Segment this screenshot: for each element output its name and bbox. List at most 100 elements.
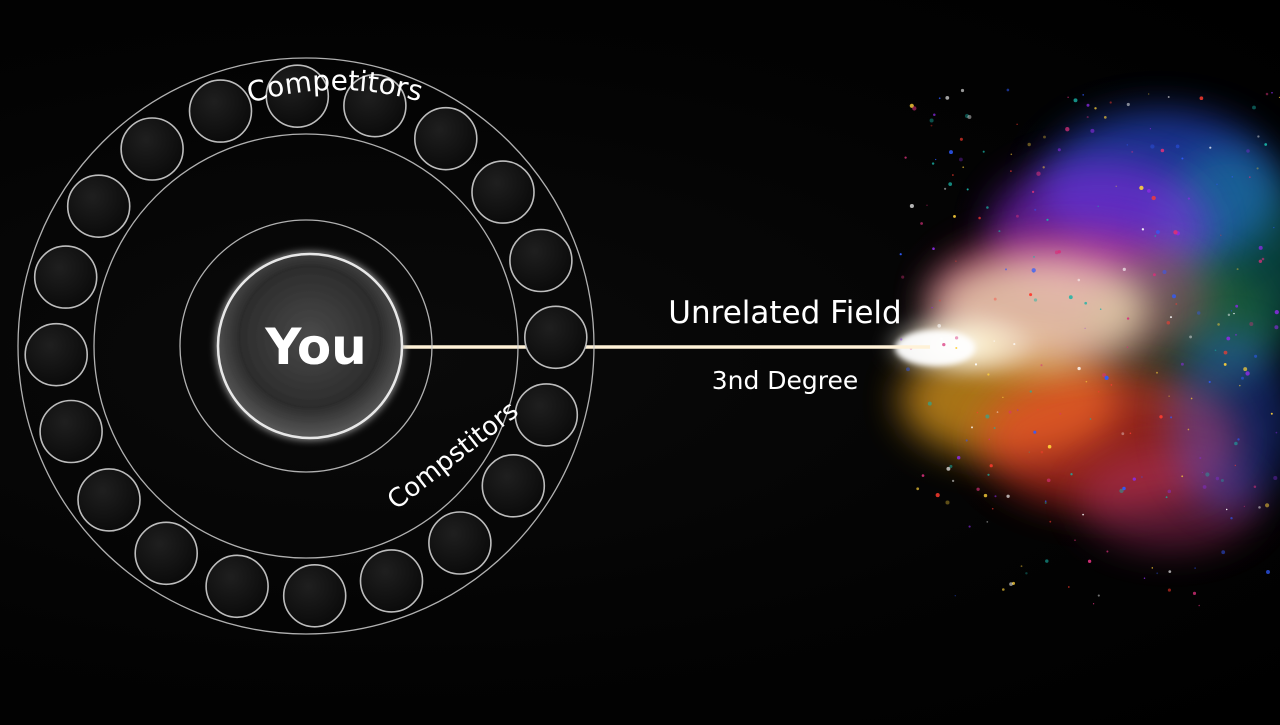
star-speck [1151,195,1156,201]
star-speck [1015,214,1019,218]
star-speck [983,493,988,498]
star-speck [1275,431,1278,434]
star-speck [1235,304,1239,308]
star-speck [1132,477,1136,481]
star-speck [955,346,958,350]
star-speck [958,157,963,162]
star-speck [1274,325,1279,330]
star-speck [938,299,941,302]
star-speck [1180,362,1184,366]
star-speck [935,493,940,498]
star-speck [948,182,953,186]
star-speck [1119,488,1124,494]
star-speck [1152,273,1156,277]
star-speck [1141,476,1143,478]
star-speck [1121,432,1125,436]
star-speck [944,187,947,190]
inner-ring [179,219,433,473]
star-speck [1154,235,1157,237]
competitor-circle [359,549,424,613]
star-speck [1202,485,1207,489]
star-speck [1160,148,1165,153]
star-speck [1089,418,1092,420]
star-speck [991,507,994,510]
star-speck [899,253,902,256]
star-speck [1189,335,1193,339]
competitor-circle [39,399,103,464]
competitor-circle [205,554,269,619]
star-speck [967,114,972,120]
star-speck [1143,577,1146,580]
star-speck [1070,473,1073,476]
star-speck [1167,96,1170,98]
star-speck [1273,475,1278,481]
star-speck [1258,506,1261,509]
star-speck [1223,350,1228,355]
star-speck [1029,390,1032,393]
star-speck [960,88,965,93]
star-speck [1156,230,1160,234]
star-speck [1084,327,1086,330]
star-speck [1122,486,1126,491]
star-speck [945,500,950,505]
star-speck [1258,245,1263,250]
star-speck [1230,516,1233,520]
star-speck [978,216,981,220]
star-speck [1271,91,1273,94]
star-speck [976,411,979,414]
competitor-circle [471,160,535,224]
star-speck [968,525,971,528]
star-speck [1057,250,1061,254]
star-speck [1013,343,1016,346]
competitor-circles [24,64,588,628]
star-speck [1249,322,1254,326]
star-speck [1126,102,1130,107]
star-speck [1168,570,1172,573]
star-speck [987,373,990,376]
star-speck [1077,278,1081,282]
star-field [899,88,1280,607]
competitor-circle [24,322,89,387]
star-speck [1141,228,1145,231]
star-speck [920,222,923,225]
star-speck [1237,438,1240,441]
star-speck [1227,313,1231,317]
star-speck [931,306,933,309]
star-speck [1265,503,1270,508]
star-speck [976,487,980,491]
star-speck [921,474,925,477]
star-speck [1129,432,1132,435]
star-speck [901,275,905,279]
star-speck [1067,96,1069,98]
star-speck [1031,268,1036,273]
star-speck [1187,197,1191,200]
star-speck [1033,298,1038,302]
star-speck [1169,316,1173,319]
star-speck [1102,373,1107,378]
star-speck [909,203,914,209]
star-speck [956,455,961,460]
star-speck [1220,234,1222,236]
star-speck [1199,96,1204,101]
competitor-circle [33,245,98,309]
star-speck [964,113,970,119]
star-speck [965,439,968,442]
unrelated-field-label: Unrelated Field [668,295,901,331]
star-speck [938,97,941,100]
star-speck [1110,384,1113,386]
star-speck [906,367,910,372]
star-speck [1214,349,1217,352]
star-speck [931,162,935,165]
star-speck [1131,150,1134,153]
star-speck [1273,226,1275,229]
star-speck [933,113,936,117]
star-speck [1033,430,1037,434]
star-speck [1239,384,1241,387]
orbit-rings [17,57,595,635]
star-speck [989,464,993,468]
star-speck [1115,185,1117,187]
star-speck [953,214,956,218]
star-speck [1034,208,1037,211]
star-speck [929,118,934,123]
